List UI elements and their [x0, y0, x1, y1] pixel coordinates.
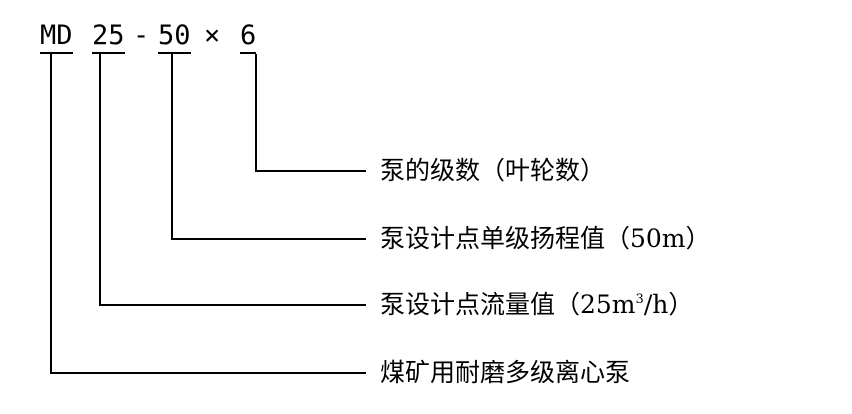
code-head: 50 [158, 20, 191, 54]
connector-stages [255, 54, 366, 172]
label-flow: 泵设计点流量值（25m3/h） [380, 290, 693, 320]
code-times: × [204, 20, 221, 51]
label-flow-main: 泵设计点流量值（25m [380, 290, 636, 319]
label-type: 煤矿用耐磨多级离心泵 [380, 358, 631, 387]
code-flow: 25 [92, 20, 125, 54]
label-flow-superscript: 3 [635, 292, 644, 307]
label-stages: 泵的级数（叶轮数） [380, 156, 606, 185]
connector-flow [99, 54, 366, 306]
code-prefix: MD [40, 20, 73, 54]
code-dash: - [133, 20, 150, 51]
code-stages: 6 [240, 20, 257, 54]
label-head: 泵设计点单级扬程值（50m） [380, 224, 711, 253]
label-flow-unit: /h） [643, 290, 694, 319]
connector-head [171, 54, 366, 240]
connector-type [50, 54, 366, 374]
